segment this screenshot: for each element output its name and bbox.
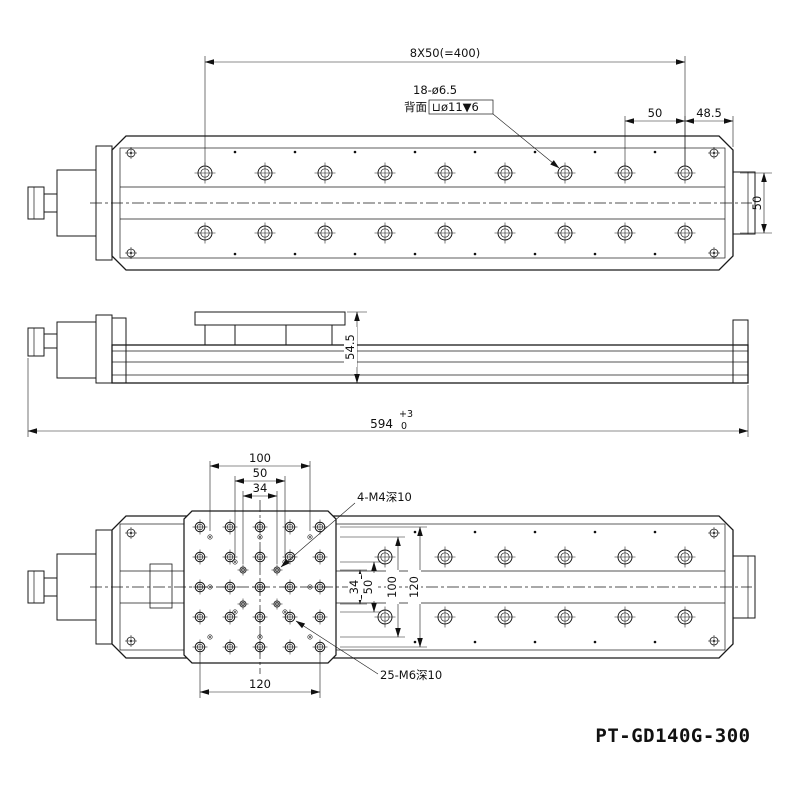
dim-label-h120: 120 — [407, 576, 421, 598]
m4-leader — [280, 502, 356, 568]
top-hole-row-lower — [194, 222, 696, 244]
dim-label-length-tol-lower: 0 — [401, 421, 407, 432]
callout-label-hole-count: 18-ø6.5 — [413, 83, 457, 97]
top-right-extension — [732, 171, 756, 235]
top-hole-row-upper — [194, 162, 696, 184]
dim-plate-top-widths: 100 50 34 — [209, 451, 311, 564]
dim-label-b120: 120 — [249, 677, 271, 691]
dim-label-edge-485: 48.5 — [696, 106, 722, 120]
callout-m6: 25-M6深10 — [295, 620, 442, 682]
top-motor-assembly — [27, 145, 113, 261]
hole-spec-leader — [492, 113, 560, 169]
callout-label-m6: 25-M6深10 — [380, 668, 442, 682]
dim-overall-length: 594 +3 0 — [27, 358, 749, 437]
dim-label-h50: 50 — [361, 580, 375, 595]
dim-label-hole-pitch: 8X50(=400) — [410, 46, 480, 60]
top-view: 8X50(=400) 18-ø6.5 背面 ⊔ø11▼6 50 48.5 50 — [27, 46, 772, 271]
dim-label-w100: 100 — [249, 451, 271, 465]
dim-hole-pitch: 8X50(=400) — [204, 46, 686, 165]
side-view: 54.5 594 +3 0 — [27, 311, 749, 437]
dim-label-row-50: 50 — [750, 196, 764, 211]
callout-hole-spec: 18-ø6.5 背面 ⊔ø11▼6 — [404, 83, 560, 169]
side-right-end-block — [732, 319, 749, 384]
m6-leader — [295, 620, 379, 675]
callout-label-counterbore: ⊔ø11▼6 — [432, 100, 479, 114]
counterbore-frame — [428, 99, 494, 115]
dim-label-h100: 100 — [385, 576, 399, 598]
dim-row-spacing-50: 50 — [740, 172, 772, 234]
dim-plate-bottom-120: 120 — [199, 653, 321, 698]
dim-label-w34: 34 — [253, 481, 268, 495]
dim-label-length-tol-upper: +3 — [399, 409, 413, 420]
drawing-title: PT-GD140G-300 — [595, 725, 750, 747]
dim-label-length: 594 — [370, 417, 393, 431]
callout-m4: 4-M4深10 — [280, 490, 412, 568]
dim-label-w50: 50 — [253, 466, 268, 480]
dim-label-height: 54.5 — [343, 334, 357, 360]
dim-height-545: 54.5 — [343, 311, 367, 384]
side-carriage — [194, 311, 346, 346]
side-motor-assembly — [27, 314, 127, 384]
dim-plate-right-heights: 34 50 100 120 — [340, 526, 427, 648]
dim-label-end-50: 50 — [648, 106, 663, 120]
dim-label-h34: 34 — [347, 580, 361, 595]
bottom-view: 100 50 34 4-M4深10 34 50 100 120 120 — [27, 451, 756, 698]
callout-label-back-face: 背面 — [404, 100, 427, 114]
callout-label-m4: 4-M4深10 — [357, 490, 412, 504]
dim-end-offset-50: 50 48.5 — [624, 106, 734, 166]
